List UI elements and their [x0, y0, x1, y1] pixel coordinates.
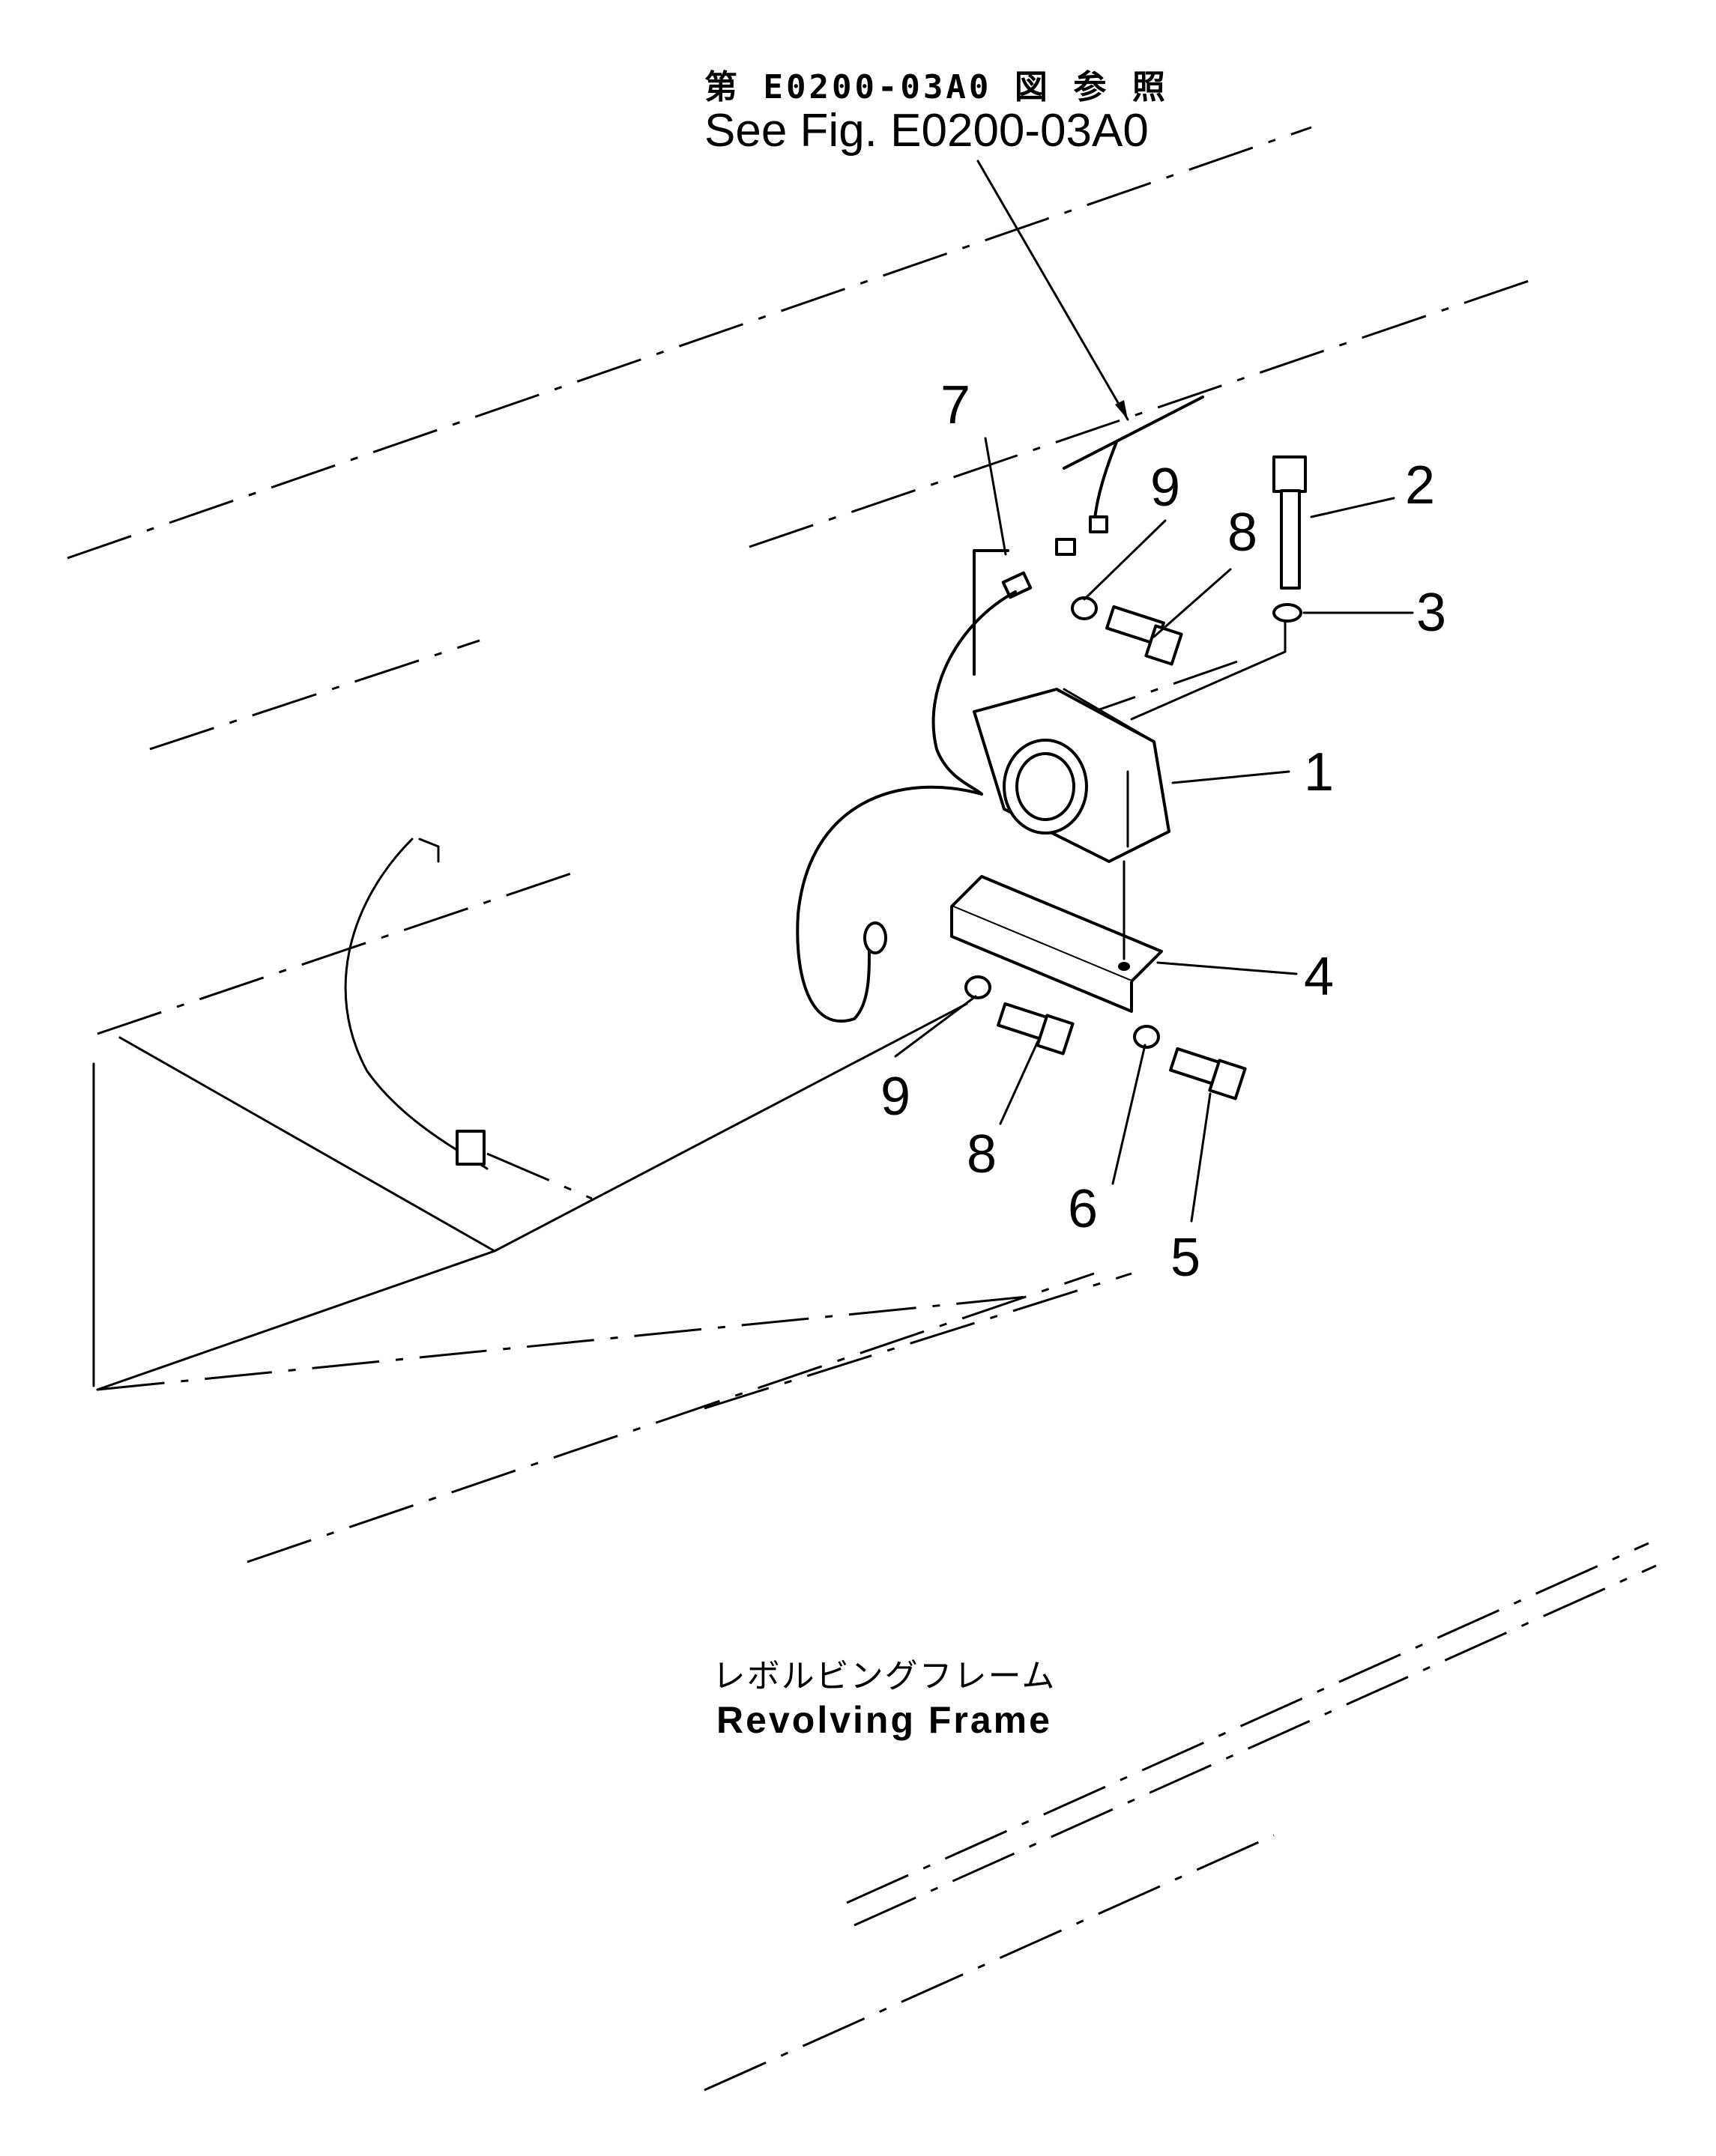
reference-note: 第 E0200-03A0 図 参 照 See Fig. E0200-03A0 [704, 69, 1229, 156]
horn-body [973, 688, 1170, 863]
frame-caption: レボルビングフレーム Revolving Frame [659, 1656, 1109, 1742]
callout-9-lower: 9 [880, 1067, 911, 1127]
reference-note-jp: 第 E0200-03A0 図 参 照 [704, 68, 1168, 106]
callout-leaders [894, 437, 1414, 1223]
frame-caption-en: Revolving Frame [716, 1699, 1052, 1741]
frame-caption-jp: レボルビングフレーム [712, 1657, 1057, 1695]
callout-4: 4 [1304, 947, 1335, 1007]
callout-9-upper: 9 [1150, 458, 1181, 518]
callout-1: 1 [1304, 742, 1335, 802]
callout-2: 2 [1405, 455, 1436, 515]
callout-8-upper: 8 [1227, 503, 1258, 563]
reference-note-en: See Fig. E0200-03A0 [704, 105, 1149, 157]
callout-6: 6 [1068, 1179, 1099, 1239]
bracket [950, 860, 1163, 1013]
wiring-harness [796, 515, 1108, 1023]
callout-7: 7 [940, 375, 971, 435]
revolving-frame-outline [67, 126, 1657, 2092]
callout-3: 3 [1416, 583, 1447, 643]
fasteners [964, 455, 1307, 1100]
callout-5: 5 [1170, 1228, 1201, 1288]
callout-8-lower: 8 [967, 1124, 997, 1184]
